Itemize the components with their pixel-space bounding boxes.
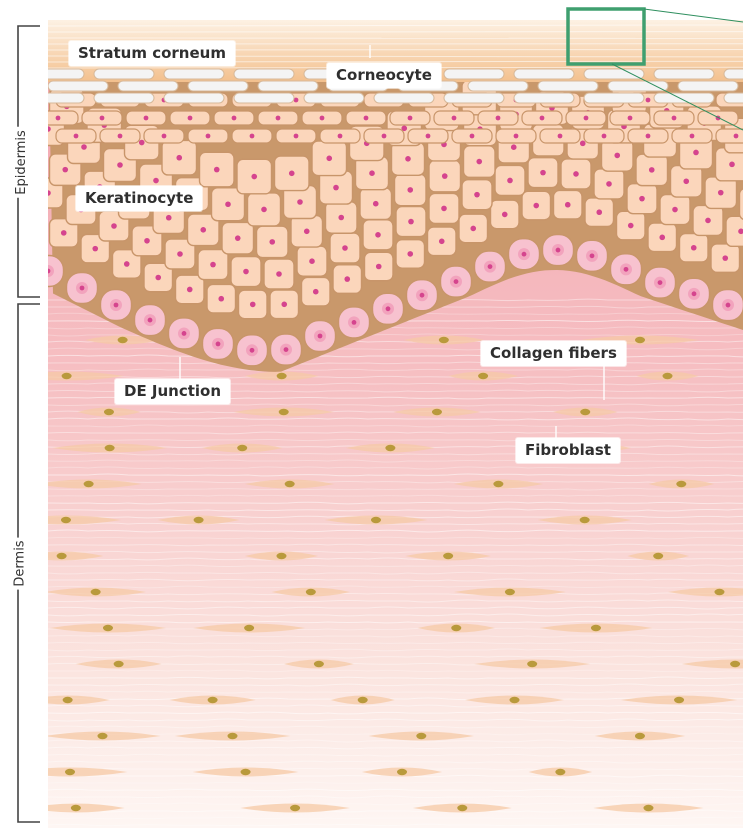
corneocyte-label: Corneocyte bbox=[327, 63, 441, 88]
fibroblast-label: Fibroblast bbox=[516, 438, 620, 463]
stratum-corneum-label: Stratum corneum bbox=[69, 41, 235, 66]
collagen-fibers-label: Collagen fibers bbox=[481, 341, 626, 366]
keratinocyte-label: Keratinocyte bbox=[76, 186, 202, 211]
epidermis-layer-label: Epidermis bbox=[14, 127, 29, 198]
de-junction-label: DE Junction bbox=[115, 379, 230, 404]
dermis-layer-label: Dermis bbox=[13, 537, 28, 589]
